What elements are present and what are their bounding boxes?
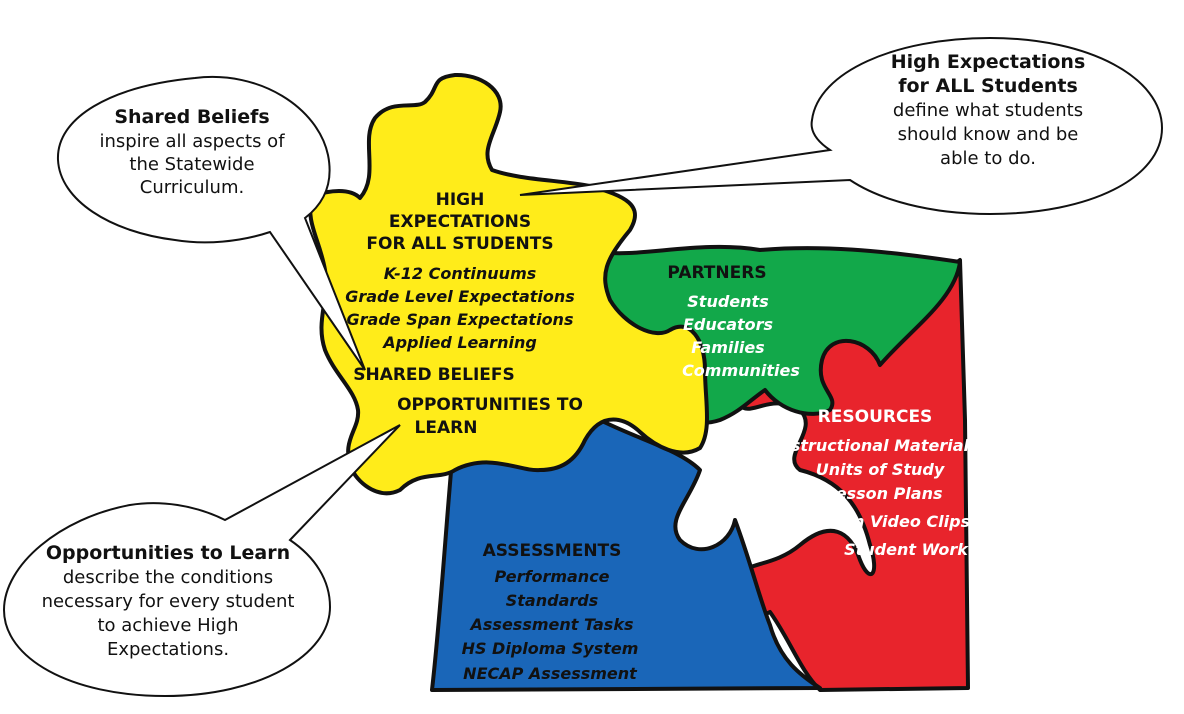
shared-beliefs-line-1: inspire all aspects of [99,131,285,152]
blue-item-4: HS Diploma System [462,639,639,658]
high-expectations-line-1: define what students [893,100,1083,121]
yellow-item-1: K-12 Continuums [384,264,537,283]
green-item-4: Communities [682,361,800,380]
high-expectations-line-2: should know and be [898,124,1079,145]
red-item-3: Lesson Plans [826,484,943,503]
yellow-opportunities-1: OPPORTUNITIES TO [397,395,583,415]
red-item-5: Student Work [844,540,969,559]
yellow-heading-2: EXPECTATIONS [389,212,531,232]
opportunities-line-2: necessary for every student [42,591,295,612]
high-expectations-line-3: able to do. [940,148,1036,169]
red-heading: RESOURCES [818,407,933,427]
high-expectations-title-1: High Expectations [891,51,1086,73]
blue-item-3: Assessment Tasks [469,615,634,634]
opportunities-bubble [2,424,401,698]
blue-item-2: Standards [506,591,598,610]
yellow-shared-beliefs: SHARED BELIEFS [353,365,515,385]
red-item-4: Lesson Video Clips [802,512,970,531]
red-item-1: Instructional Materials [773,436,978,455]
opportunities-line-3: to achieve High [97,615,238,636]
green-item-1: Students [687,292,768,311]
yellow-item-3: Grade Span Expectations [347,310,574,329]
yellow-opportunities-2: LEARN [415,418,478,438]
shared-beliefs-title: Shared Beliefs [114,106,269,128]
green-item-3: Families [691,338,764,357]
shared-beliefs-bubble [56,75,366,371]
high-expectations-title-2: for ALL Students [898,75,1078,97]
opportunities-title: Opportunities to Learn [46,542,290,564]
shared-beliefs-line-2: the Statewide [129,154,254,175]
shared-beliefs-line-3: Curriculum. [140,177,244,198]
yellow-item-2: Grade Level Expectations [345,287,575,306]
green-item-2: Educators [683,315,773,334]
puzzle-piece-yellow [308,72,709,496]
blue-item-1: Performance [494,567,609,586]
opportunities-line-1: describe the conditions [63,567,273,588]
high-expectations-bubble [519,36,1164,216]
blue-item-5: NECAP Assessment [463,664,638,683]
opportunities-line-4: Expectations. [107,639,229,660]
yellow-item-4: Applied Learning [381,333,537,352]
red-item-2: Units of Study [816,460,945,479]
yellow-heading-1: HIGH [436,190,485,210]
green-heading: PARTNERS [667,263,766,283]
blue-heading: ASSESSMENTS [483,541,622,561]
yellow-heading-3: FOR ALL STUDENTS [366,234,553,254]
